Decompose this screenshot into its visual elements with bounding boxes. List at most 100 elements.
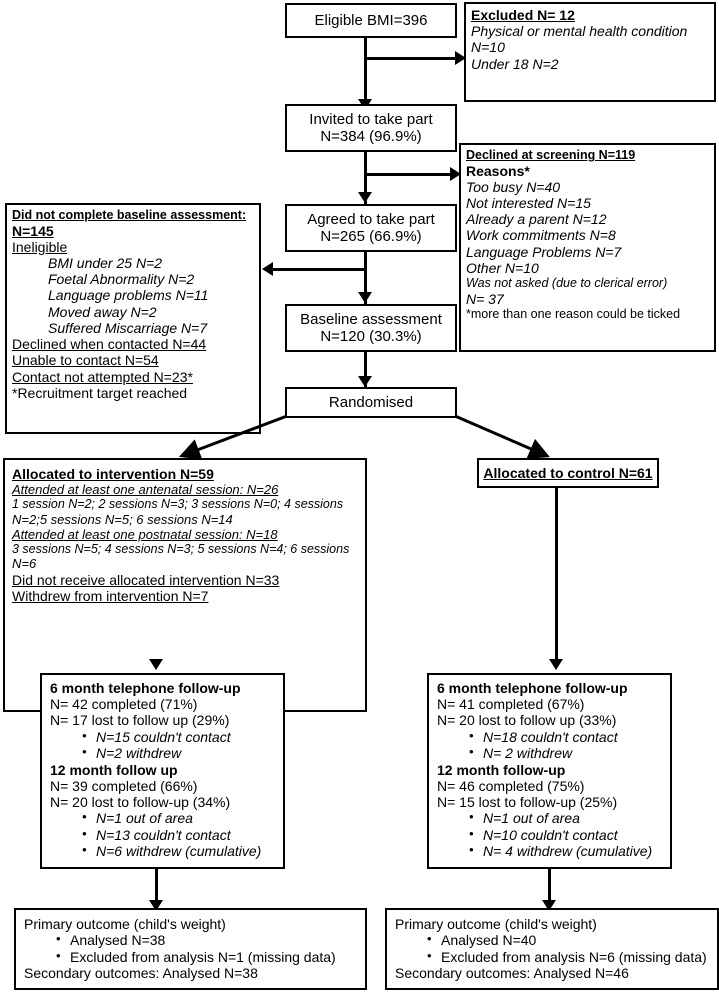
list-item: Excluded from analysis N=6 (missing data…	[427, 948, 709, 966]
node-invited: Invited to take part N=384 (96.9%)	[285, 104, 457, 152]
fu-int-6month-bullets: N=15 couldn't contact N=2 withdrew	[50, 728, 275, 762]
contact-not-attempted: Contact not attempted N=23*	[12, 368, 193, 385]
list-item: N=15 couldn't contact	[82, 728, 275, 746]
fu-int-12month-bullets: N=1 out of area N=13 couldn't contact N=…	[50, 809, 275, 860]
list-item: N=1 out of area	[82, 809, 275, 827]
connector-agreed-to-baseline	[364, 252, 367, 304]
node-followup-intervention: 6 month telephone follow-up N= 42 comple…	[40, 673, 285, 869]
fu-int-6month-completed: N= 42 completed (71%)	[50, 696, 198, 713]
arrowhead-agreed	[358, 192, 372, 203]
fu-ctl-12month-lost: N= 15 lost to follow-up (25%)	[437, 794, 618, 811]
declined-heading: Declined at screening N=119	[466, 148, 636, 162]
arrowhead-6month-control	[549, 659, 563, 670]
ineligible-item-4: Moved away N=2	[48, 303, 157, 320]
outcome-int-secondary: Secondary outcomes: Analysed N=38	[24, 965, 258, 982]
fu-ctl-6month-lost: N= 20 lost to follow up (33%)	[437, 712, 617, 729]
postnatal-line-2: N=6	[12, 556, 37, 572]
node-did-not-complete-baseline: Did not complete baseline assessment: N=…	[5, 203, 261, 434]
fu-int-6month-lost: N= 17 lost to follow up (29%)	[50, 712, 230, 729]
declined-reason-1: Too busy N=40	[466, 178, 561, 195]
connector-to-declined	[364, 173, 453, 176]
outcome-int-bullets: Analysed N=38 Excluded from analysis N=1…	[24, 931, 357, 966]
arrowhead-outcome-intervention	[149, 900, 163, 911]
node-eligible: Eligible BMI=396	[285, 3, 457, 38]
connector-to-excluded	[364, 57, 458, 60]
declined-reason-5: Language Problems N=7	[466, 243, 622, 260]
list-item: N=18 couldn't contact	[469, 728, 662, 746]
declined-reason-8: N= 37	[466, 290, 504, 307]
excluded-heading: Excluded N= 12	[471, 7, 575, 23]
excluded-line-2: N=10	[471, 39, 505, 56]
fu-int-12month-heading: 12 month follow up	[50, 761, 178, 778]
excluded-line-3: Under 18 N=2	[471, 55, 559, 72]
not-baseline-heading-2: N=145	[12, 222, 54, 239]
connector-eligible-to-invited	[364, 38, 367, 103]
arrowhead-not-baseline	[262, 262, 273, 276]
connector-control-to-6month	[555, 488, 558, 663]
node-baseline-assessment: Baseline assessment N=120 (30.3%)	[285, 304, 457, 352]
ineligible-item-5: Suffered Miscarriage N=7	[48, 319, 208, 336]
list-item: N=2 withdrew	[82, 744, 275, 762]
list-item: N=13 couldn't contact	[82, 826, 275, 844]
list-item: N=6 withdrew (cumulative)	[82, 842, 275, 860]
list-item: Analysed N=38	[56, 931, 357, 949]
arrowhead-excluded	[455, 51, 466, 65]
fu-int-12month-lost: N= 20 lost to follow-up (34%)	[50, 794, 231, 811]
declined-reason-4: Work commitments N=8	[466, 227, 616, 244]
declined-when-contacted: Declined when contacted N=44	[12, 336, 207, 353]
postnatal-line-1: 3 sessions N=5; 4 sessions N=3; 5 sessio…	[12, 541, 350, 556]
not-baseline-footnote: *Recruitment target reached	[12, 384, 188, 401]
declined-footnote: *more than one reason could be ticked	[466, 306, 681, 321]
fu-ctl-6month-heading: 6 month telephone follow-up	[437, 680, 628, 696]
connector-randomised-split	[178, 414, 550, 460]
node-agreed: Agreed to take part N=265 (66.9%)	[285, 204, 457, 252]
declined-reason-6: Other N=10	[466, 259, 539, 276]
randomised-label: Randomised	[328, 393, 414, 411]
list-item: N=10 couldn't contact	[469, 826, 662, 844]
intervention-heading: Allocated to intervention N=59	[12, 466, 214, 482]
list-item: N= 4 withdrew (cumulative)	[469, 842, 662, 860]
node-randomised: Randomised	[285, 387, 457, 418]
node-followup-control: 6 month telephone follow-up N= 41 comple…	[427, 673, 672, 869]
antenatal-line-2: N=2;5 sessions N=5; 6 sessions N=14	[12, 511, 233, 527]
postnatal-heading: Attended at least one postnatal session:…	[12, 526, 278, 542]
list-item: Analysed N=40	[427, 931, 709, 949]
arrowhead-outcome-control	[542, 900, 556, 911]
node-outcome-intervention: Primary outcome (child's weight) Analyse…	[14, 908, 367, 990]
arrowhead-declined	[450, 167, 461, 181]
not-baseline-heading-1: Did not complete baseline assessment:	[12, 208, 247, 222]
invited-line-1: Invited to take part	[309, 110, 433, 128]
eligible-label: Eligible BMI=396	[314, 11, 428, 29]
ineligible-item-1: BMI under 25 N=2	[48, 254, 163, 271]
node-allocated-intervention: Allocated to intervention N=59 Attended …	[3, 458, 367, 712]
node-excluded: Excluded N= 12 Physical or mental health…	[464, 2, 716, 102]
outcome-int-primary-heading: Primary outcome (child's weight)	[24, 916, 226, 932]
connector-fu-ctl-to-outcome	[548, 869, 551, 907]
arrowhead-randomised	[358, 376, 372, 387]
outcome-ctl-secondary: Secondary outcomes: Analysed N=46	[395, 965, 629, 982]
declined-reason-7: Was not asked (due to clerical error)	[466, 276, 668, 291]
fu-ctl-12month-bullets: N=1 out of area N=10 couldn't contact N=…	[437, 809, 662, 860]
connector-to-not-baseline	[272, 268, 365, 271]
fu-ctl-6month-bullets: N=18 couldn't contact N= 2 withdrew	[437, 728, 662, 762]
connector-invited-to-agreed	[364, 152, 367, 204]
control-heading: Allocated to control N=61	[483, 464, 653, 481]
not-baseline-heading-3: Ineligible	[12, 238, 68, 255]
baseline-line-1: Baseline assessment	[300, 310, 442, 328]
list-item: N= 2 withdrew	[469, 744, 662, 762]
fu-int-6month-heading: 6 month telephone follow-up	[50, 680, 241, 696]
declined-subheading: Reasons*	[466, 162, 530, 179]
withdrew-from-intervention: Withdrew from intervention N=7	[12, 587, 209, 604]
baseline-line-2: N=120 (30.3%)	[320, 328, 422, 345]
node-declined-at-screening: Declined at screening N=119 Reasons* Too…	[459, 143, 716, 352]
connector-fu-int-to-outcome	[155, 869, 158, 907]
arrowhead-6month-intervention	[149, 659, 163, 670]
antenatal-heading: Attended at least one antenatal session:…	[12, 482, 279, 498]
unable-to-contact: Unable to contact N=54	[12, 352, 159, 369]
did-not-receive-intervention: Did not receive allocated intervention N…	[12, 571, 280, 588]
outcome-ctl-bullets: Analysed N=40 Excluded from analysis N=6…	[395, 931, 709, 966]
list-item: Excluded from analysis N=1 (missing data…	[56, 948, 357, 966]
fu-ctl-12month-heading: 12 month follow-up	[437, 761, 566, 778]
fu-int-12month-completed: N= 39 completed (66%)	[50, 777, 198, 794]
